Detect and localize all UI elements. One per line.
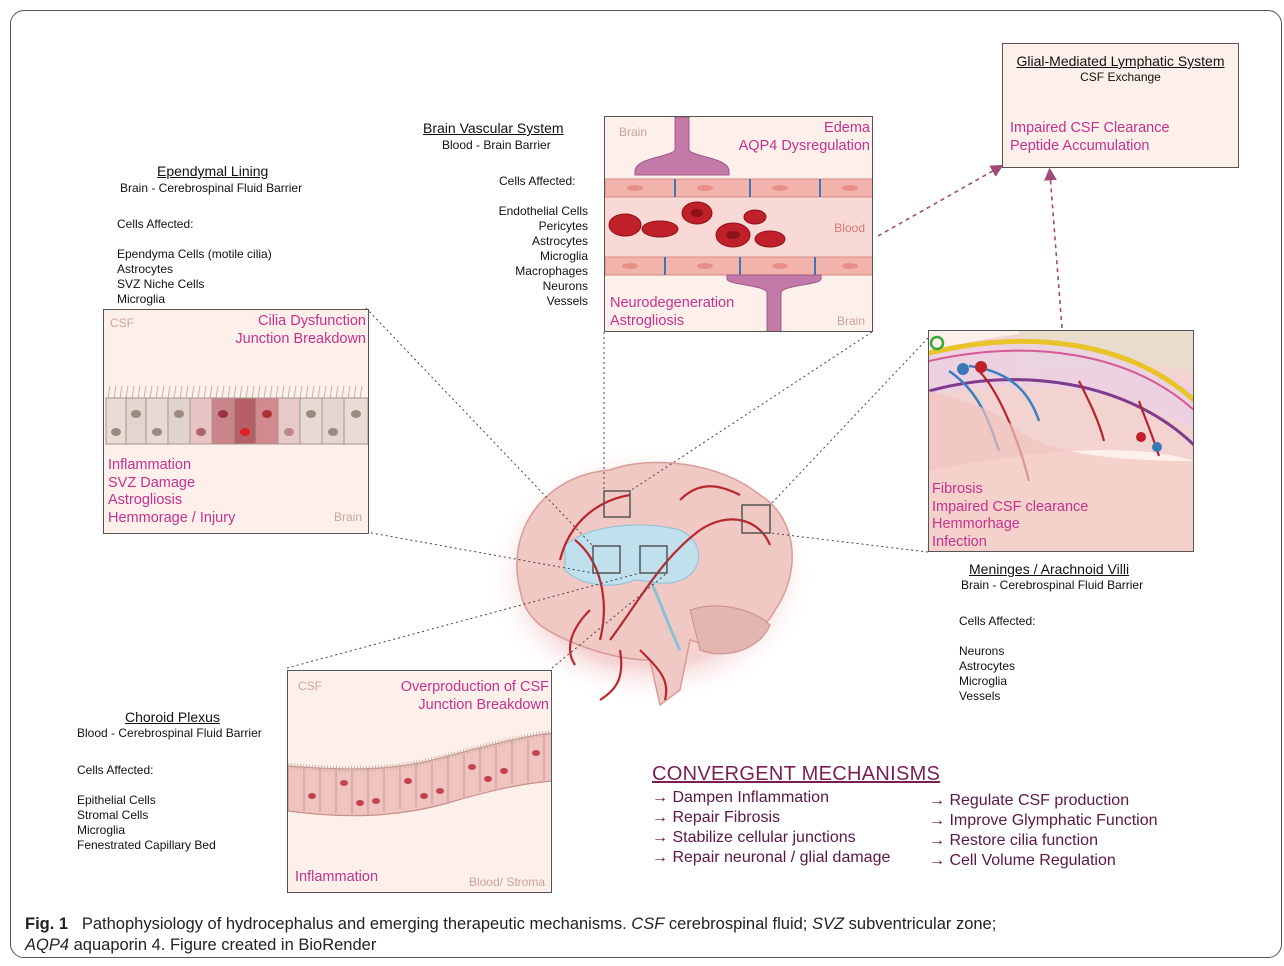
vascular-panel: Brain Edema AQP4 Dysregulation Blood Neu… [604,116,873,332]
convergent-left-list: → Dampen Inflammation → Repair Fibrosis … [652,788,890,868]
glymphatic-issues: Impaired CSF Clearance Peptide Accumulat… [1010,120,1170,155]
brain-top-label: Brain [619,125,647,139]
vascular-title: Brain Vascular System [423,120,564,136]
meninges-title: Meninges / Arachnoid Villi [969,561,1129,577]
convergent-item: → Repair neuronal / glial damage [652,848,890,868]
ependymal-cells-list: Ependyma Cells (motile cilia) Astrocytes… [117,247,272,307]
glymphatic-panel: Glial-Mediated Lymphatic System CSF Exch… [1002,43,1239,168]
convergent-item: → Stabilize cellular junctions [652,828,890,848]
choroid-cells-label: Cells Affected: [77,763,154,777]
meninges-panel: Fibrosis Impaired CSF clearance Hemmorha… [928,330,1194,552]
vascular-subtitle: Blood - Brain Barrier [442,138,551,152]
meninges-subtitle: Brain - Cerebrospinal Fluid Barrier [961,578,1143,592]
convergent-item: → Cell Volume Regulation [929,851,1158,871]
stroma-label: Blood/ Stroma [469,875,545,889]
blood-label: Blood [834,221,865,235]
vascular-top-issues: Edema AQP4 Dysregulation [739,120,870,155]
convergent-item: → Improve Glymphatic Function [929,811,1158,831]
convergent-item: → Dampen Inflammation [652,788,890,808]
choroid-panel: CSF Overproduction of CSF Junction Break… [287,670,552,893]
ependymal-subtitle: Brain - Cerebrospinal Fluid Barrier [120,181,302,195]
convergent-item: → Repair Fibrosis [652,808,890,828]
choroid-cells-list: Epithelial Cells Stromal Cells Microglia… [77,793,216,853]
vascular-bottom-issues: Neurodegeneration Astrogliosis [610,295,734,330]
ependymal-cells-label: Cells Affected: [117,217,194,231]
caption-fig-label: Fig. 1 [25,915,68,933]
glymphatic-subtitle: CSF Exchange [1003,70,1238,84]
glymphatic-title: Glial-Mediated Lymphatic System [1003,53,1238,69]
caption-csf-abbr: CSF [631,915,664,933]
choroid-subtitle: Blood - Cerebrospinal Fluid Barrier [77,726,262,740]
glymphatic-arrows [878,168,1062,328]
ependymal-panel: CSF Cilia Dysfunction Junction Breakdown [103,309,369,534]
meninges-issues: Fibrosis Impaired CSF clearance Hemmorha… [932,481,1088,551]
convergent-right-list: → Regulate CSF production → Improve Glym… [929,791,1158,871]
vascular-cells-list: Endothelial Cells Pericytes Astrocytes M… [499,204,588,309]
meninges-cells-label: Cells Affected: [959,614,1036,628]
convergent-item: → Restore cilia function [929,831,1158,851]
ependymal-bottom-issues: Inflammation SVZ Damage Astrogliosis Hem… [108,457,235,527]
ependymal-title: Ependymal Lining [157,163,268,179]
cilia [108,386,362,398]
brain-label: Brain [334,510,362,524]
vascular-cells-label: Cells Affected: [499,174,576,188]
meninges-cells-list: Neurons Astrocytes Microglia Vessels [959,644,1015,704]
convergent-item: → Regulate CSF production [929,791,1158,811]
caption-svz-abbr: SVZ [812,915,844,933]
choroid-title: Choroid Plexus [125,709,220,725]
caption-csf-def: cerebrospinal fluid; [669,915,808,933]
caption-svz-def: subventricular zone; [849,915,997,933]
figure-caption: Fig. 1 Pathophysiology of hydrocephalus … [25,914,1265,956]
choroid-bottom-issues: Inflammation [295,869,378,887]
brain-bottom-label: Brain [837,314,865,328]
caption-text: Pathophysiology of hydrocephalus and eme… [82,915,627,933]
caption-aqp4-abbr: AQP4 [25,936,69,954]
convergent-title: CONVERGENT MECHANISMS [652,763,940,786]
choroid-illustration [288,671,552,893]
caption-aqp4-def: aquaporin 4. Figure created in BioRender [74,936,377,954]
